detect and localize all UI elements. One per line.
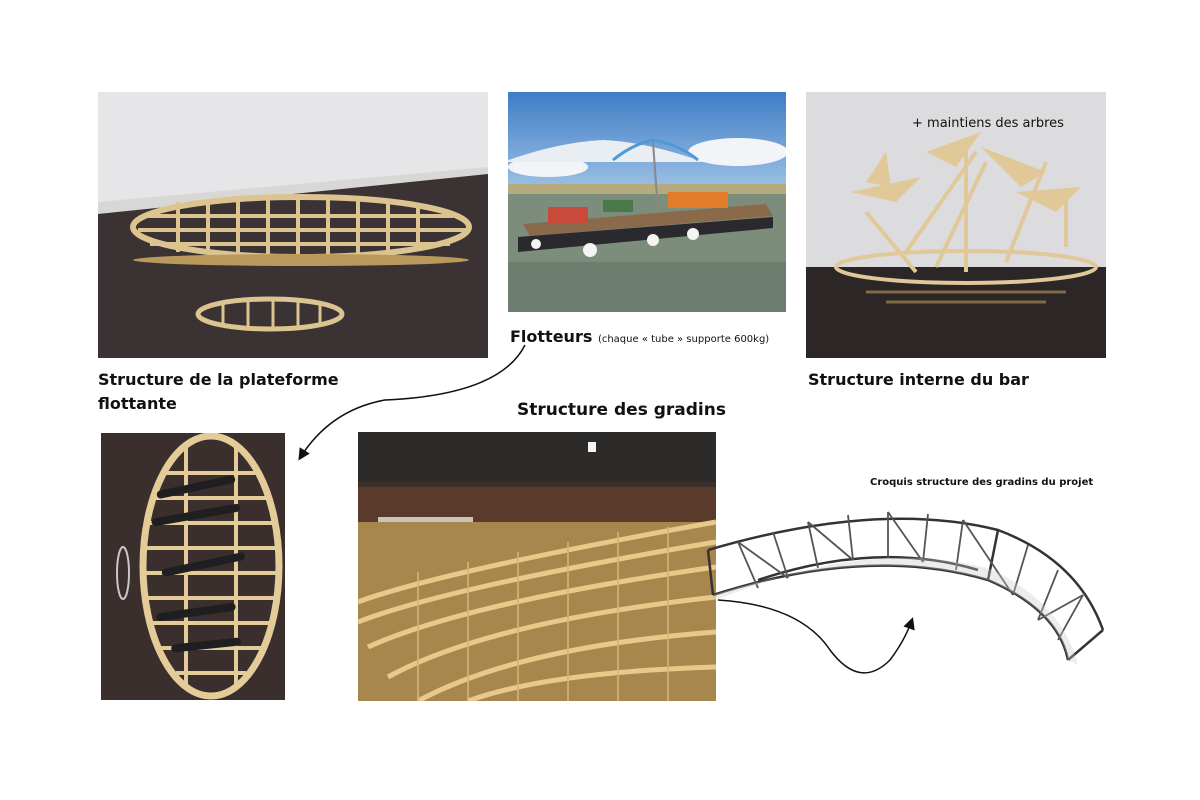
floats-caption: Flotteurs (chaque « tube » supporte 600k… xyxy=(510,325,769,349)
bar-structure-photo xyxy=(806,92,1106,358)
bar-caption: Structure interne du bar xyxy=(808,370,1029,389)
platform-floats-photo xyxy=(101,433,285,700)
stands-caption: Structure des gradins xyxy=(517,400,726,420)
floats-caption-note: (chaque « tube » supporte 600kg) xyxy=(597,334,770,345)
platform-caption: Structure de la plateforme flottante xyxy=(98,370,339,413)
platform-model-photo xyxy=(98,92,488,358)
stands-structure-photo xyxy=(358,432,716,701)
floats-caption-main: Flotteurs xyxy=(510,327,593,346)
stands-sketch xyxy=(698,500,1110,670)
floats-photo xyxy=(508,92,786,312)
sketch-caption: Croquis structure des gradins du projet xyxy=(870,477,1094,488)
bar-note: + maintiens des arbres xyxy=(912,116,1064,131)
